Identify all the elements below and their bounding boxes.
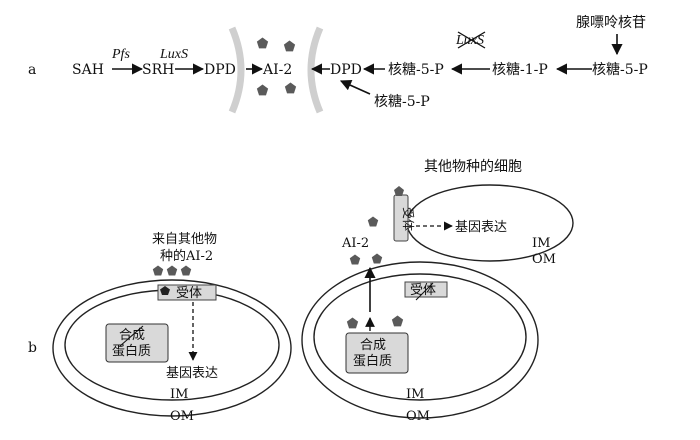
ai2-center-label: AI-2 xyxy=(262,62,292,78)
right-receptor-label: 受体 xyxy=(410,283,436,298)
right-im-label: IM xyxy=(406,387,424,402)
panel-b-label: b xyxy=(28,340,37,356)
ribose5p-lower-arrow xyxy=(339,80,371,95)
luxs-enzyme-label: LuxS xyxy=(159,47,188,62)
dpd-left-label: DPD xyxy=(204,62,236,78)
ai2-source-line1: 来自其他物 xyxy=(152,232,217,247)
other-cell-title: 其他物种的细胞 xyxy=(424,159,522,175)
left-om-label: OM xyxy=(170,409,194,424)
ai2-molecule xyxy=(284,82,297,94)
other-im-label: IM xyxy=(532,236,550,251)
ai2-molecule xyxy=(349,254,361,265)
left-outer-membrane xyxy=(52,279,292,417)
right-synthase-box xyxy=(345,332,409,374)
ribose-5p-right-label: 核糖-5-P xyxy=(592,62,648,78)
ai2-source-line2: 种的AI-2 xyxy=(160,248,213,264)
left-synthase-line2: 蛋白质 xyxy=(112,343,151,359)
ai2-molecule xyxy=(283,40,296,52)
right-om-label: OM xyxy=(406,409,430,424)
srh-label: SRH xyxy=(142,62,174,78)
bound-ai2-molecule xyxy=(394,186,404,196)
adenosine-label: 腺嘌呤核苷 xyxy=(576,15,646,31)
right-synthase-line1: 合成 xyxy=(360,338,386,353)
ai2-molecule xyxy=(371,253,383,264)
other-receptor-label: 受体 xyxy=(401,207,415,231)
right-synthase-line2: 蛋白质 xyxy=(353,353,392,369)
left-im-label: IM xyxy=(170,387,188,402)
sah-label: SAH xyxy=(72,62,104,78)
other-gene-expression-label: 基因表达 xyxy=(455,220,507,235)
ai2-molecule xyxy=(166,265,178,276)
left-synthase-box xyxy=(105,323,169,363)
ribose-5p-lower-label: 核糖-5-P xyxy=(374,94,430,110)
panel-a-label: a xyxy=(28,62,36,78)
right-outer-membrane xyxy=(301,261,539,419)
ai2-molecule xyxy=(367,216,379,227)
ai2-molecule xyxy=(346,317,359,329)
ai2-molecule xyxy=(391,315,404,327)
receptor-cross-mark xyxy=(415,282,434,301)
ai2-molecule xyxy=(180,265,192,276)
synthase-cross-mark xyxy=(119,325,144,347)
ribose-5p-label: 核糖-5-P xyxy=(388,62,444,78)
pfs-enzyme-label: Pfs xyxy=(111,47,130,62)
bound-ai2-molecule xyxy=(160,286,170,295)
other-om-label: OM xyxy=(532,252,556,267)
ai2-molecule xyxy=(152,265,164,276)
right-inner-membrane xyxy=(313,273,527,401)
dpd-right-label: DPD xyxy=(330,62,362,78)
left-inner-membrane xyxy=(64,289,280,401)
ai2-molecule xyxy=(256,84,269,96)
membrane-arc-left xyxy=(228,26,245,114)
right-ai2-label: AI-2 xyxy=(341,236,369,251)
left-receptor-label: 受体 xyxy=(176,286,202,301)
ribose-1p-label: 核糖-1-P xyxy=(492,62,548,78)
left-receptor-box xyxy=(157,284,217,301)
membrane-arc-right xyxy=(307,26,324,114)
luxs-cross-mark xyxy=(457,31,486,49)
left-gene-expression-label: 基因表达 xyxy=(166,366,218,381)
ai2-molecule xyxy=(256,37,269,49)
